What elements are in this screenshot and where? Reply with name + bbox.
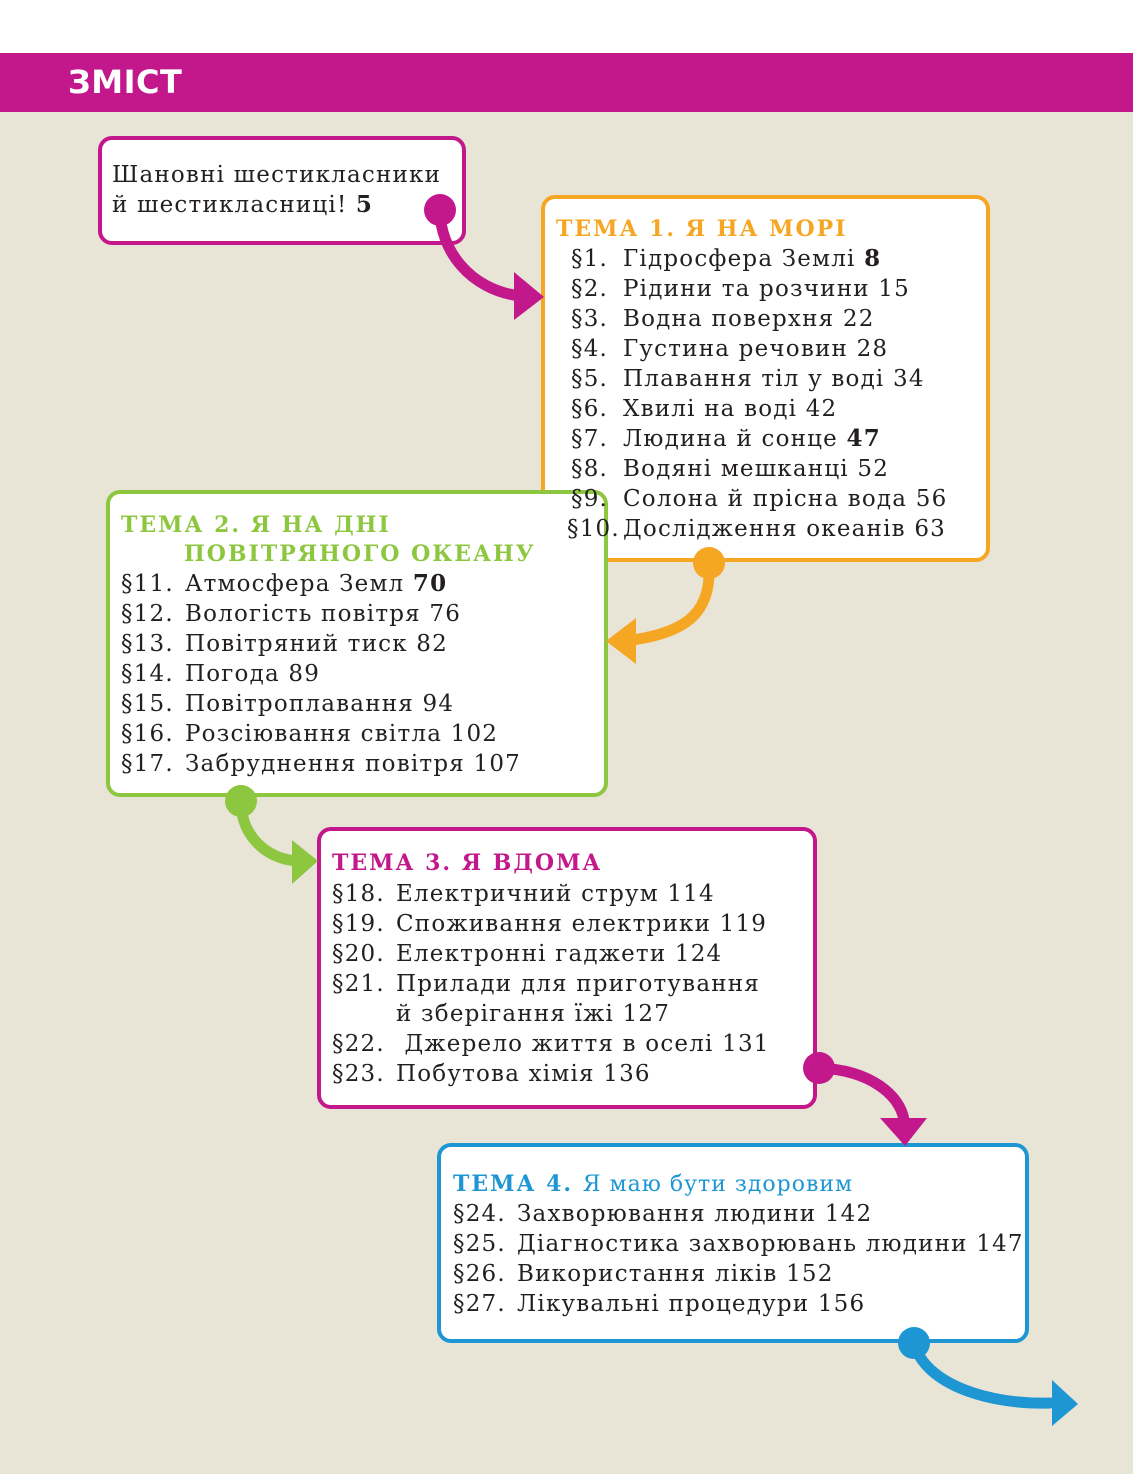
toc-entry[interactable]: §14.Погода 89	[121, 661, 321, 687]
header-bar: ЗМІСТ	[0, 53, 1133, 112]
topic4-title[interactable]: ТЕМА 4. Я маю бути здоровим	[453, 1171, 854, 1197]
intro-line1: Шановні шестикласники	[112, 162, 442, 188]
toc-entry[interactable]: §1.Гідросфера Землі 8	[571, 245, 882, 272]
arrow-topic2-to-topic3-icon	[225, 785, 318, 884]
topic1-box	[541, 195, 990, 562]
topic3-box	[317, 827, 817, 1109]
intro-line2: й шестикласниці! 5	[112, 191, 374, 218]
toc-entry[interactable]: §9.Солона й прісна вода 56	[571, 486, 948, 512]
topic2-list: §11.Атмосфера Земл 70 §12.Вологість пові…	[121, 569, 521, 779]
toc-entry[interactable]: §6.Хвилі на воді 42	[571, 396, 838, 422]
toc-entry[interactable]: §26.Використання ліків 152	[453, 1261, 834, 1287]
toc-entry[interactable]: §11.Атмосфера Земл 70	[121, 570, 448, 597]
toc-entry[interactable]: §17.Забруднення повітря 107	[121, 751, 521, 777]
arrow-topic1-to-topic2-icon	[606, 547, 725, 664]
intro-text[interactable]: Шановні шестикласники й шестикласниці! 5	[112, 160, 452, 220]
toc-entry[interactable]: §25.Діагностика захворювань людини 147	[453, 1231, 1024, 1257]
toc-entry[interactable]: §3.Водна поверхня 22	[571, 306, 875, 332]
toc-entry[interactable]: §27.Лікувальні процедури 156	[453, 1291, 866, 1317]
topic1-list: §1.Гідросфера Землі 8 §2.Рідини та розчи…	[567, 244, 948, 544]
toc-entry[interactable]: §2.Рідини та розчини 15	[571, 276, 910, 302]
topic3-list: §18.Електричний струм 114 §19.Споживання…	[332, 879, 770, 1089]
toc-entry-continuation[interactable]: й зберігання їжі 127	[396, 1001, 671, 1027]
toc-entry[interactable]: §12.Вологість повітря 76	[121, 601, 462, 627]
toc-entry[interactable]: §8.Водяні мешканці 52	[571, 456, 890, 482]
arrow-intro-to-topic1-icon	[424, 194, 544, 320]
toc-entry[interactable]: §13.Повітряний тиск 82	[121, 631, 448, 657]
toc-entry[interactable]: §15.Повітроплавання 94	[121, 691, 455, 717]
toc-entry[interactable]: §21.Прилади для приготування	[332, 971, 760, 997]
topic1-title[interactable]: ТЕМА 1. Я НА МОРІ	[556, 216, 848, 242]
toc-entry[interactable]: §22. Джерело життя в оселі 131	[332, 1031, 770, 1057]
toc-entry[interactable]: §24.Захворювання людини 142	[453, 1201, 873, 1227]
toc-entry[interactable]: §7.Людина й сонце 47	[571, 425, 881, 452]
toc-entry[interactable]: §5.Плавання тіл у воді 34	[571, 366, 925, 392]
arrow-topic4-next-icon	[898, 1327, 1078, 1426]
intro-box	[98, 136, 466, 245]
topic4-list: §24.Захворювання людини 142 §25.Діагност…	[453, 1199, 1024, 1319]
topic4-box	[437, 1143, 1029, 1343]
topic2-title[interactable]: ТЕМА 2. Я НА ДНІ ПОВІТРЯНОГО ОКЕАНУ	[121, 512, 536, 567]
toc-entry[interactable]: §18.Електричний струм 114	[332, 881, 715, 907]
intro-page-number: 5	[355, 191, 374, 218]
page-title: ЗМІСТ	[68, 63, 183, 101]
toc-entry[interactable]: §4.Густина речовин 28	[571, 336, 889, 362]
arrow-topic3-to-topic4-icon	[803, 1052, 927, 1146]
toc-entry[interactable]: §10.Дослідження океанів 63	[567, 516, 946, 542]
toc-entry[interactable]: §19.Споживання електрики 119	[332, 911, 768, 937]
topic3-title[interactable]: ТЕМА 3. Я ВДОМА	[332, 850, 603, 876]
toc-entry[interactable]: §20.Електронні гаджети 124	[332, 941, 723, 967]
toc-entry[interactable]: §16.Розсіювання світла 102	[121, 721, 499, 747]
topic2-box	[106, 490, 608, 797]
page-top-margin	[0, 0, 1133, 53]
toc-entry[interactable]: §23.Побутова хімія 136	[332, 1061, 651, 1087]
